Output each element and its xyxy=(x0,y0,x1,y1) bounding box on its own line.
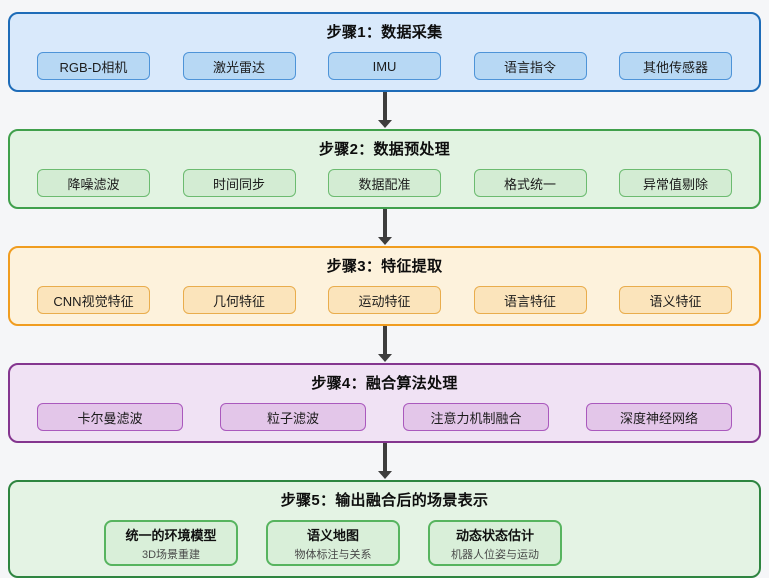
node-dynamic-state-estimation: 动态状态估计 机器人位姿与运动 xyxy=(428,520,562,566)
arrow-head-icon xyxy=(377,354,392,362)
stage-title: 步骤1：数据采集 xyxy=(326,24,443,41)
node-rgbd-camera: RGB-D相机 xyxy=(37,52,150,80)
stage-items-row: 卡尔曼滤波 粒子滤波 注意力机制融合 深度神经网络 xyxy=(10,403,759,431)
stage-title: 步骤2：数据预处理 xyxy=(318,141,451,158)
node-language-feature: 语言特征 xyxy=(473,286,587,314)
stage-title: 步骤3：特征提取 xyxy=(326,258,443,275)
stage-preprocessing: 步骤2：数据预处理 降噪滤波 时间同步 数据配准 格式统一 异常值剔除 xyxy=(8,129,761,209)
node-other-sensors: 其他传感器 xyxy=(619,52,732,80)
node-imu: IMU xyxy=(328,52,441,80)
node-subtitle: 机器人位姿与运动 xyxy=(451,548,539,561)
node-language-command: 语言指令 xyxy=(473,52,587,80)
arrow-head-icon xyxy=(377,120,392,128)
node-data-registration: 数据配准 xyxy=(328,169,441,197)
node-lidar: 激光雷达 xyxy=(182,52,296,80)
node-unified-env-model: 统一的环境模型 3D场景重建 xyxy=(104,520,238,566)
flow-arrow-3-4 xyxy=(0,326,769,363)
node-title: 动态状态估计 xyxy=(455,527,534,543)
stage-title: 步骤4：融合算法处理 xyxy=(311,375,458,392)
node-semantic-feature: 语义特征 xyxy=(619,286,732,314)
node-denoise-filter: 降噪滤波 xyxy=(37,169,150,197)
stage-output-scene-representation: 步骤5：输出融合后的场景表示 统一的环境模型 3D场景重建 语义地图 物体标注与… xyxy=(8,480,761,578)
stage-items-row: RGB-D相机 激光雷达 IMU 语言指令 其他传感器 xyxy=(10,52,759,80)
stage-items-row: CNN视觉特征 几何特征 运动特征 语言特征 语义特征 xyxy=(10,286,759,314)
node-geometric-feature: 几何特征 xyxy=(182,286,296,314)
stage-items-row: 降噪滤波 时间同步 数据配准 格式统一 异常值剔除 xyxy=(10,169,759,197)
flow-arrow-2-3 xyxy=(0,209,769,246)
node-semantic-map: 语义地图 物体标注与关系 xyxy=(266,520,400,566)
node-kalman-filter: 卡尔曼滤波 xyxy=(37,403,183,431)
node-subtitle: 3D场景重建 xyxy=(141,548,201,561)
node-title: 语义地图 xyxy=(306,527,359,543)
stage-title: 步骤5：输出融合后的场景表示 xyxy=(280,492,489,509)
node-cnn-visual-feature: CNN视觉特征 xyxy=(37,286,150,314)
node-title: 统一的环境模型 xyxy=(125,527,217,543)
arrow-head-icon xyxy=(377,237,392,245)
node-time-sync: 时间同步 xyxy=(182,169,296,197)
node-particle-filter: 粒子滤波 xyxy=(220,403,366,431)
node-format-unify: 格式统一 xyxy=(473,169,587,197)
node-subtitle: 物体标注与关系 xyxy=(294,548,372,561)
arrow-line xyxy=(382,326,387,354)
stage-fusion-algorithms: 步骤4：融合算法处理 卡尔曼滤波 粒子滤波 注意力机制融合 深度神经网络 xyxy=(8,363,761,443)
stage-feature-extraction: 步骤3：特征提取 CNN视觉特征 几何特征 运动特征 语言特征 语义特征 xyxy=(8,246,761,326)
node-attention-fusion: 注意力机制融合 xyxy=(403,403,549,431)
arrow-line xyxy=(382,92,387,120)
stage-data-collection: 步骤1：数据采集 RGB-D相机 激光雷达 IMU 语言指令 其他传感器 xyxy=(8,12,761,92)
node-deep-neural-network: 深度神经网络 xyxy=(586,403,732,431)
stage-items-row: 统一的环境模型 3D场景重建 语义地图 物体标注与关系 动态状态估计 机器人位姿… xyxy=(10,520,759,566)
arrow-head-icon xyxy=(377,471,392,479)
arrow-line xyxy=(382,443,387,471)
flow-arrow-4-5 xyxy=(0,443,769,480)
node-motion-feature: 运动特征 xyxy=(328,286,441,314)
flow-arrow-1-2 xyxy=(0,92,769,129)
arrow-line xyxy=(382,209,387,237)
node-outlier-removal: 异常值剔除 xyxy=(619,169,732,197)
